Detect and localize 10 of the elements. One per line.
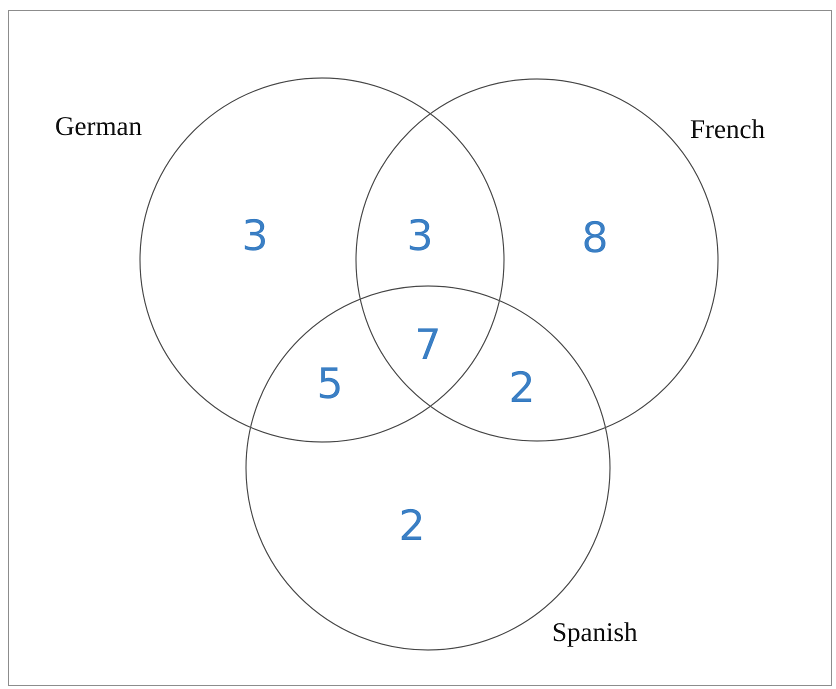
set-label: German <box>55 113 142 140</box>
region-count: 5 <box>316 363 344 405</box>
region-count: 7 <box>414 324 442 366</box>
set-label: French <box>690 116 765 143</box>
region-count: 3 <box>406 215 434 257</box>
region-count: 2 <box>508 367 536 409</box>
set-label: Spanish <box>552 619 638 646</box>
region-count: 8 <box>582 217 608 259</box>
region-count: 3 <box>242 215 268 257</box>
region-count: 2 <box>398 505 426 547</box>
